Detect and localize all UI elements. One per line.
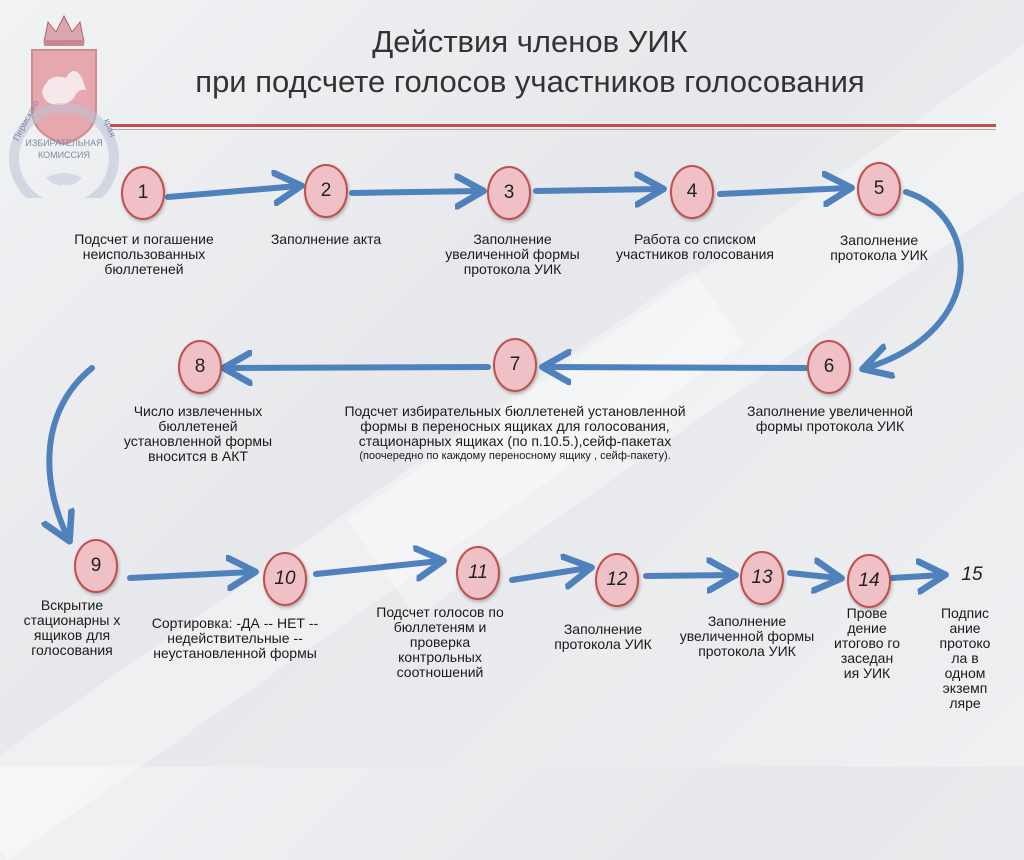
arrow-11-12 [509, 568, 588, 580]
step-6-number: 6 [823, 356, 835, 377]
step-12-node: 12 [595, 553, 639, 607]
step-12-label: Заполнение протокола УИК [554, 621, 652, 652]
step-7-note: (поочередно по каждому переносному ящику… [359, 450, 671, 462]
arrow-2-3 [349, 191, 480, 193]
step-2-node: 2 [304, 164, 348, 218]
step-8-number: 8 [194, 356, 206, 377]
arrow-13-14 [787, 573, 838, 578]
arrow-12-13 [643, 575, 732, 576]
step-5-label: Заполнение протокола УИК [830, 232, 928, 263]
step-10-label: Сортировка: -ДА -- НЕТ -- недействительн… [151, 615, 319, 661]
step-5-node: 5 [857, 162, 901, 216]
arrow-14-15 [889, 575, 942, 578]
step-2-label: Заполнение акта [270, 231, 382, 247]
arrow-4-5 [717, 188, 848, 194]
arrow-9-10 [127, 572, 252, 578]
step-9-node: 9 [74, 539, 118, 593]
flow-arrows [0, 0, 964, 767]
step-6-label: Заполнение увеличенной формы протокола У… [747, 403, 913, 434]
step-1-number: 1 [137, 182, 149, 203]
step-10-node: 10 [263, 552, 307, 606]
step-1-label: Подсчет и погашение неиспользованных бюл… [74, 231, 214, 277]
step-14-node: 14 [847, 554, 891, 608]
step-11-number: 11 [468, 562, 488, 583]
step-3-node: 3 [487, 166, 531, 220]
arrow-3-4 [533, 189, 660, 191]
emblem-line1: ИЗБИРАТЕЛЬНАЯ [25, 138, 102, 148]
step-13-number: 13 [751, 567, 773, 588]
step-13-label: Заполнение увеличенной формы протокола У… [679, 613, 815, 659]
step-5-number: 5 [873, 178, 885, 199]
step-15-node: 15 [950, 548, 994, 602]
arrow-8-9 [49, 365, 95, 538]
step-14-number: 14 [858, 570, 880, 591]
step-15-label: Подпис ание протоко ла в одном экземп ля… [939, 605, 991, 711]
arrow-6-7 [546, 367, 809, 368]
arrow-1-2 [165, 186, 298, 197]
page-title: Действия членов УИК при подсчете голосов… [120, 22, 940, 102]
step-13-node: 13 [740, 551, 784, 605]
step-9-number: 9 [90, 555, 102, 576]
step-7-node: 7 [493, 338, 537, 392]
step-2-number: 2 [320, 180, 332, 201]
step-14-label: Прове дение итогово го заседан ия УИК [834, 605, 900, 681]
emblem-line2: КОМИССИЯ [38, 150, 90, 160]
step-12-number: 12 [606, 569, 628, 590]
step-9-label: Вскрытие стационарны х ящиков для голосо… [23, 597, 121, 658]
step-6-node: 6 [807, 340, 851, 394]
step-4-number: 4 [686, 181, 698, 202]
arrow-5-6 [866, 189, 964, 368]
election-commission-emblem: Пермского края ИЗБИРАТЕЛЬНАЯ КОМИССИЯ [9, 14, 119, 198]
step-7-number: 7 [509, 354, 521, 375]
arrow-7-8 [227, 367, 491, 368]
title-line-1: Действия членов УИК [372, 24, 688, 59]
step-3-label: Заполнение увеличенной формы протокола У… [445, 231, 580, 277]
crown-icon [43, 14, 85, 46]
title-underline-thin [110, 129, 996, 130]
shield-icon [31, 49, 97, 146]
title-line-2: при подсчете голосов участников голосова… [195, 64, 865, 99]
step-7-label: Подсчет избирательных бюллетеней установ… [315, 404, 715, 463]
title-underline [110, 124, 996, 127]
handshake-icon [46, 173, 82, 186]
step-4-label: Работа со списком участников голосования [616, 231, 774, 262]
step-4-node: 4 [670, 165, 714, 219]
step-7-text: Подсчет избирательных бюллетеней установ… [344, 403, 686, 449]
step-8-node: 8 [178, 340, 222, 394]
step-1-node: 1 [121, 166, 165, 220]
step-15-number: 15 [961, 564, 983, 585]
step-8-label: Число извлеченных бюллетеней установленн… [123, 403, 273, 464]
arrow-10-11 [313, 561, 440, 574]
step-10-number: 10 [274, 568, 296, 589]
step-11-label: Подсчет голосов по бюллетеням и проверка… [376, 604, 504, 680]
step-11-node: 11 [456, 546, 500, 600]
step-3-number: 3 [503, 182, 515, 203]
